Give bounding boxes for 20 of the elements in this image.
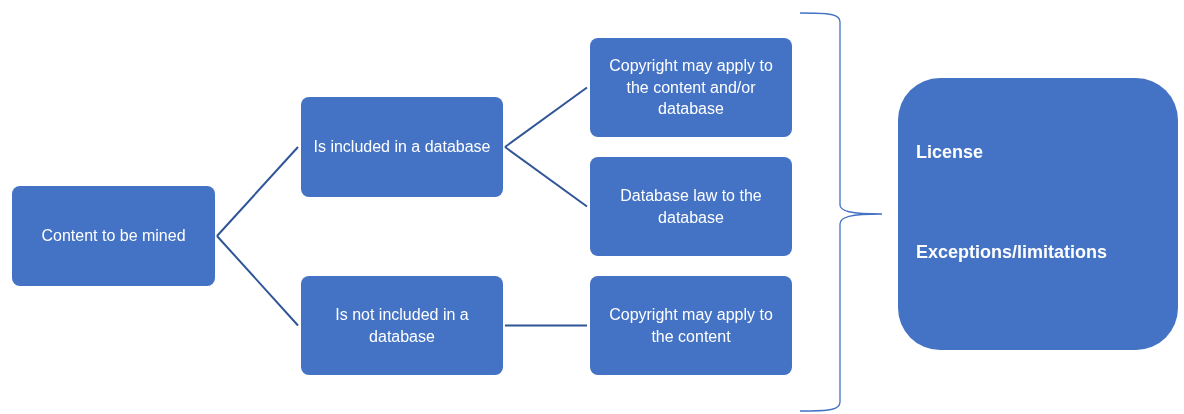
node-label: Copyright may apply to the content and/or database	[608, 56, 774, 120]
process-box	[301, 276, 503, 375]
connector-line	[216, 235, 299, 327]
node-label: Copyright may apply to the content	[608, 304, 774, 347]
heading: Exceptions/limitations	[916, 241, 1108, 264]
node-label: Content to be mined	[41, 226, 186, 247]
process-box	[590, 276, 792, 375]
connector-line	[216, 146, 299, 237]
process-box	[590, 38, 792, 137]
process-box	[590, 157, 792, 256]
rounded-box	[898, 78, 1178, 350]
process-box	[12, 186, 215, 286]
heading: License	[916, 141, 984, 164]
connector-line	[504, 86, 588, 148]
node-label: Is included in a database	[313, 137, 491, 158]
node-label: Database law to the database	[619, 185, 763, 228]
connector-line	[504, 324, 588, 327]
connector-line	[504, 146, 588, 208]
process-box	[301, 97, 503, 197]
node-label: Is not included in a database	[334, 304, 470, 347]
